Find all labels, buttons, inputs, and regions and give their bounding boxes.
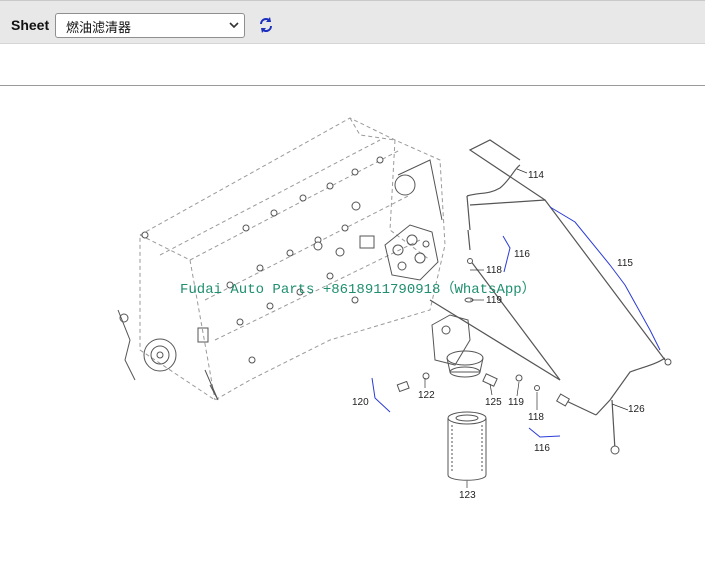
filter-cartridge [447, 411, 487, 481]
sheet-label: Sheet [11, 17, 50, 33]
engine-bolts [141, 156, 384, 364]
callout-115: 115 [617, 258, 633, 269]
refresh-icon[interactable] [257, 16, 275, 34]
callout-120: 120 [352, 397, 369, 408]
small-fittings [464, 258, 672, 455]
chevron-down-icon [229, 22, 239, 29]
callout-118a: 118 [486, 265, 502, 276]
callout-116b: 116 [534, 443, 550, 454]
callouts: 114 115 116 118 119 120 122 125 119 118 … [352, 170, 645, 501]
callout-114: 114 [528, 170, 544, 181]
callout-119b: 119 [508, 397, 524, 408]
fuel-pump [359, 159, 443, 281]
sheet-select-value: 燃油滤清器 [66, 21, 132, 36]
callout-116a: 116 [514, 249, 530, 260]
leader-lines [424, 168, 629, 488]
toolbar: Sheet 燃油滤清器 [0, 0, 705, 44]
callout-126: 126 [628, 404, 645, 415]
engine-block [139, 117, 446, 401]
divider [0, 85, 705, 86]
parts-diagram: 114 115 116 118 119 120 122 125 119 118 … [117, 117, 672, 501]
callout-123: 123 [459, 490, 476, 501]
filter-head [396, 314, 498, 393]
callout-125: 125 [485, 397, 502, 408]
callout-122: 122 [418, 390, 435, 401]
callout-118b: 118 [528, 412, 544, 423]
fuel-lines [429, 139, 666, 451]
front-housing [117, 309, 219, 401]
annotation-strokes [371, 206, 661, 438]
callout-119a: 119 [486, 295, 502, 306]
sheet-select[interactable]: 燃油滤清器 [55, 13, 245, 38]
watermark-text: Fudai Auto Parts +8618911790918（WhatsApp… [180, 282, 536, 298]
